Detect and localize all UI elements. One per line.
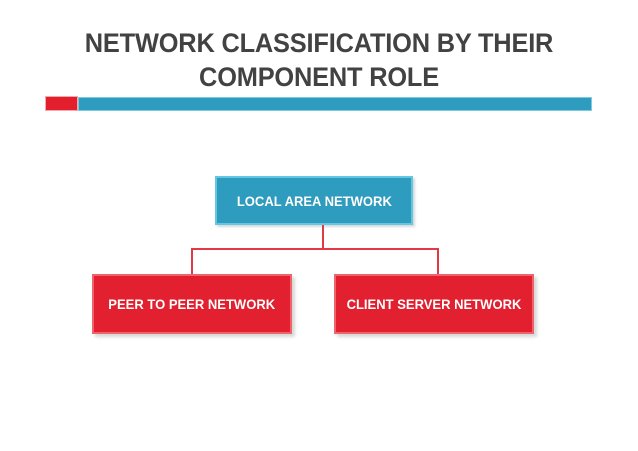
node-local-area-network-label: LOCAL AREA NETWORK xyxy=(236,192,392,209)
title-divider-bar xyxy=(78,97,592,111)
node-peer-to-peer-network-label: PEER TO PEER NETWORK xyxy=(108,296,276,312)
node-peer-to-peer-network[interactable]: PEER TO PEER NETWORK xyxy=(92,274,292,334)
node-client-server-network-label: CLIENT SERVER NETWORK xyxy=(346,296,522,312)
node-client-server-network[interactable]: CLIENT SERVER NETWORK xyxy=(334,274,534,334)
connector-horizontal-bar xyxy=(191,248,439,250)
page-title-line-1: NETWORK CLASSIFICATION BY THEIR xyxy=(84,28,554,58)
connector-drop-right xyxy=(437,248,439,275)
title-accent-block xyxy=(45,96,78,111)
page-title-line-2: COMPONENT ROLE xyxy=(199,62,439,92)
connector-drop-left xyxy=(191,248,193,275)
page-title: NETWORK CLASSIFICATION BY THEIR COMPONEN… xyxy=(60,26,578,94)
node-local-area-network[interactable]: LOCAL AREA NETWORK xyxy=(215,176,413,225)
connector-root-stem xyxy=(322,225,324,250)
